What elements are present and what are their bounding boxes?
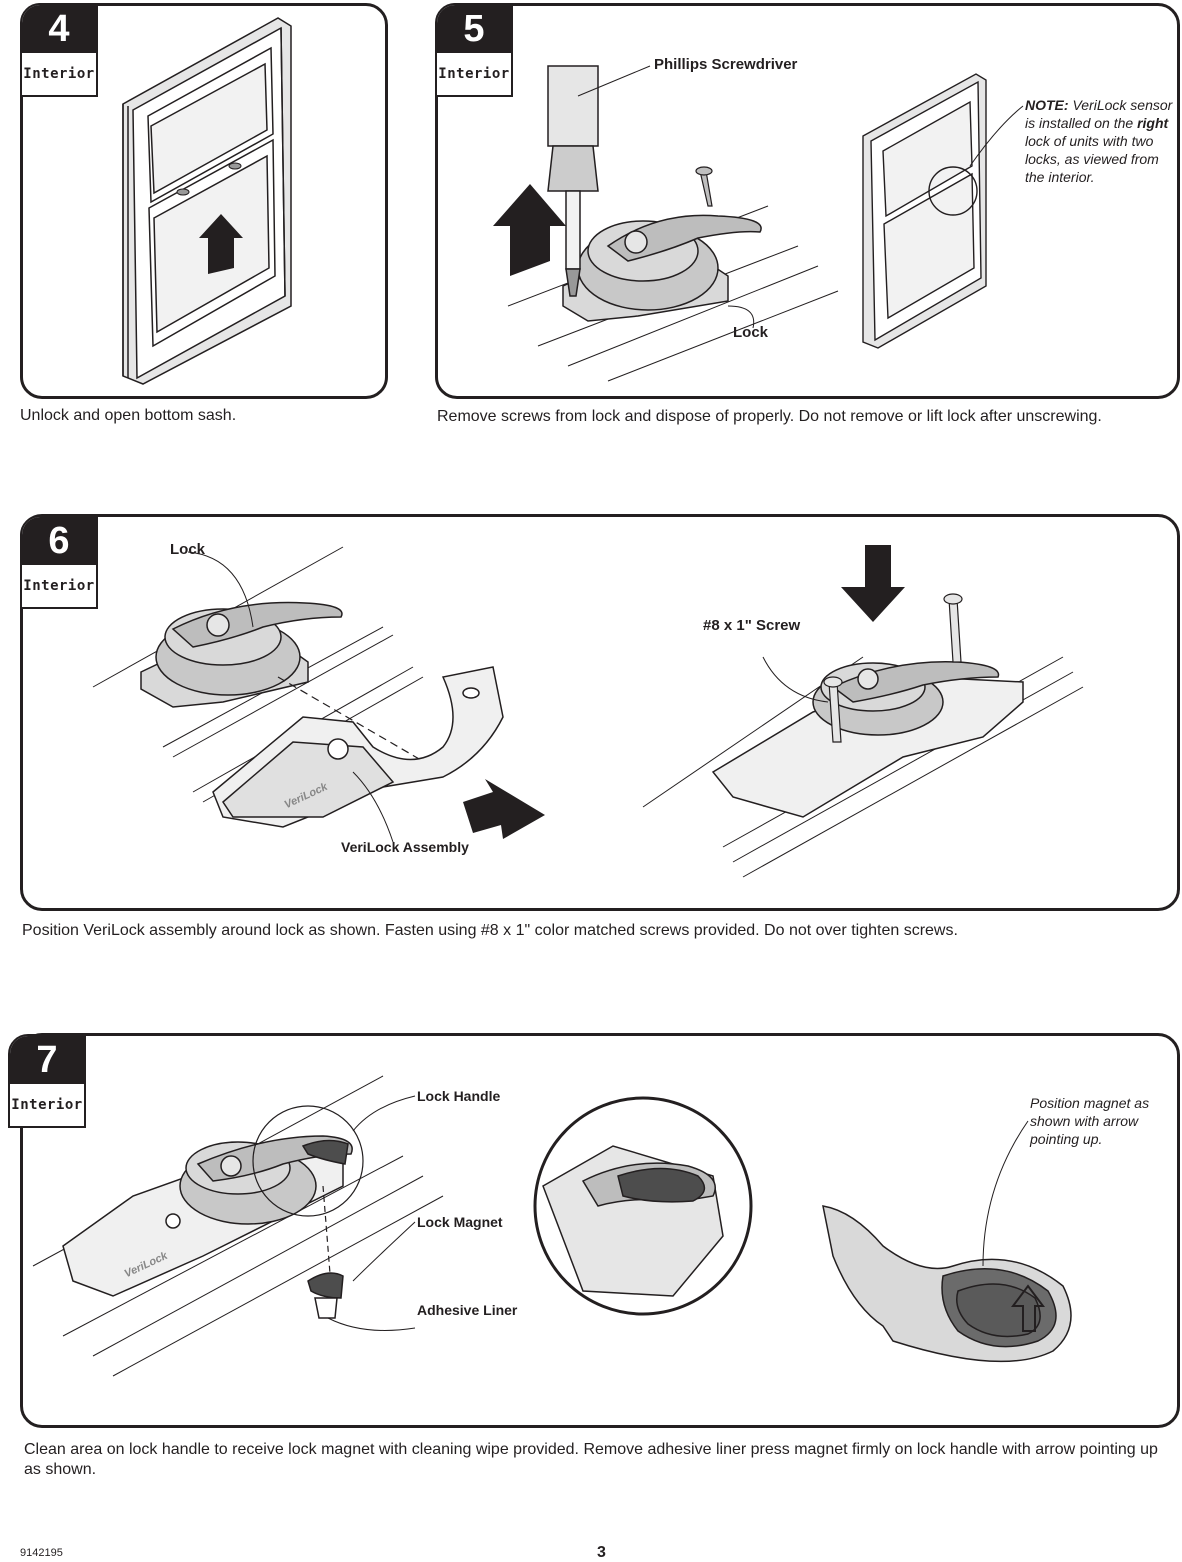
step-label: Interior: [11, 1097, 83, 1113]
arrow-down-icon: [841, 545, 905, 622]
step-7-caption: Clean area on lock handle to receive loc…: [24, 1441, 1158, 1478]
step-number: 7: [10, 1036, 84, 1084]
lock-removal-illustration: [493, 65, 1024, 382]
verilock-install-illustration: [92, 545, 1084, 878]
callout-phillips-screwdriver: Phillips Screwdriver: [654, 56, 798, 73]
callout-lock-handle: Lock Handle: [417, 1088, 501, 1104]
window-illustration: [122, 17, 292, 385]
arrow-push-icon: [463, 779, 545, 839]
callout-adhesive-liner: Adhesive Liner: [417, 1302, 518, 1318]
arrow-up-icon: [1011, 1284, 1045, 1332]
step-label: Interior: [23, 578, 95, 594]
callout-lock: Lock: [170, 541, 206, 558]
step-number: 6: [22, 517, 96, 565]
step-4-tab: 4 Interior: [20, 3, 98, 97]
step-5-panel: 5 Interior: [435, 3, 1180, 399]
arrow-up-icon: [199, 214, 243, 274]
step-6-caption: Position VeriLock assembly around lock a…: [22, 922, 958, 939]
step-6-panel: 6 Interior: [20, 514, 1180, 911]
sensor-location-circle: [928, 166, 978, 216]
step-5-tab: 5 Interior: [435, 3, 513, 97]
magnet-position-note: Position magnet as shown with arrow poin…: [1030, 1095, 1150, 1147]
step-number: 5: [437, 5, 511, 53]
step-label: Interior: [23, 66, 95, 82]
arrow-up-icon: [493, 184, 566, 276]
note-text-end: lock of units with two locks, as viewed …: [1025, 133, 1159, 185]
note-emphasis: right: [1137, 115, 1169, 131]
magnet-install-illustration: [32, 1075, 1072, 1377]
sensor-note: NOTE: VeriLock sensor is installed on th…: [1025, 96, 1175, 186]
step-number: 4: [22, 5, 96, 53]
step-6-tab: 6 Interior: [20, 515, 98, 609]
step-7-tab: 7 Interior: [8, 1034, 86, 1128]
callout-verilock-assembly: VeriLock Assembly: [341, 839, 469, 855]
step-7-panel: 7 Interior: [8, 1033, 1180, 1428]
page-number: 3: [597, 1544, 606, 1561]
step-4-panel: 4 Interior: [20, 3, 388, 399]
callout-lock: Lock: [733, 324, 769, 341]
note-label: NOTE:: [1025, 97, 1069, 113]
part-number: 9142195: [20, 1547, 63, 1559]
callout-lock-magnet: Lock Magnet: [417, 1214, 503, 1230]
callout-screw: #8 x 1" Screw: [703, 617, 801, 634]
step-5-caption: Remove screws from lock and dispose of p…: [437, 408, 1102, 425]
step-label: Interior: [438, 66, 510, 82]
step-4-caption: Unlock and open bottom sash.: [20, 407, 237, 424]
note-text: VeriLock sensor is installed on the: [1025, 97, 1173, 131]
